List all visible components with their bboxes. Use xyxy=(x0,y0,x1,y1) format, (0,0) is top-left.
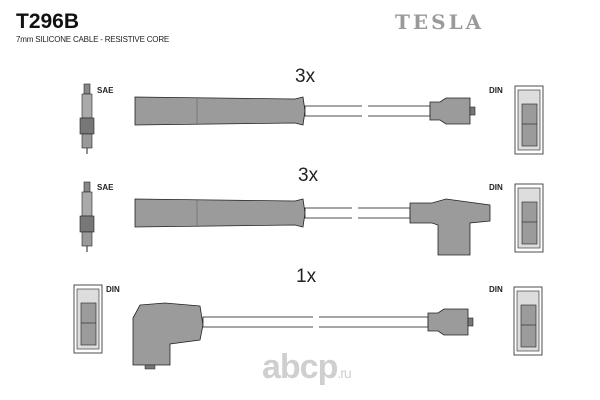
cable-3 xyxy=(73,284,543,370)
spark-plug-icon xyxy=(79,83,95,155)
watermark-tld: .ru xyxy=(337,365,351,381)
din-connector-icon xyxy=(513,286,543,356)
din-connector-icon xyxy=(514,85,544,155)
din-connector-icon xyxy=(73,284,103,354)
cable-1-left-standard: SAE xyxy=(97,86,114,95)
angled-terminal xyxy=(409,198,491,256)
straight-boot xyxy=(134,198,306,228)
cable-break xyxy=(352,206,358,220)
cable-break xyxy=(313,315,319,329)
distributor-terminal xyxy=(429,97,476,125)
angled-boot xyxy=(132,302,204,366)
cable-3-left-standard: DIN xyxy=(106,285,120,294)
cable-3-quantity: 1x xyxy=(296,266,317,287)
spark-plug-icon xyxy=(79,181,95,253)
distributor-terminal xyxy=(427,308,474,336)
boot-tip xyxy=(144,364,156,370)
cable-1-right-standard: DIN xyxy=(489,86,503,95)
description: 7mm SILICONE CABLE - RESISTIVE CORE xyxy=(16,35,170,44)
din-connector-icon xyxy=(514,183,544,253)
cable-break xyxy=(362,104,368,118)
straight-boot xyxy=(134,96,306,126)
cable-1-quantity: 3x xyxy=(295,66,316,87)
cable-2 xyxy=(79,181,544,256)
cable-1 xyxy=(79,83,544,155)
brand-logo: TESLA xyxy=(395,10,485,34)
cable-2-left-standard: SAE xyxy=(97,183,114,192)
cable-3-right-standard: DIN xyxy=(489,285,503,294)
part-number: T296B xyxy=(16,10,80,33)
cable-2-right-standard: DIN xyxy=(489,183,503,192)
cable-2-quantity: 3x xyxy=(298,165,319,186)
watermark-name: abcp xyxy=(262,348,338,386)
watermark: abcp.ru xyxy=(262,348,352,387)
